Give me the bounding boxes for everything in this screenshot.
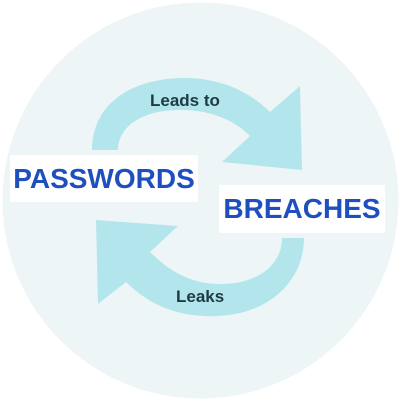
arrow-leaks xyxy=(96,220,304,317)
edge-label-leads-to: Leads to xyxy=(150,91,220,110)
edge-label-leaks: Leaks xyxy=(176,287,225,306)
arrow-leads-to xyxy=(92,77,302,170)
node-breaches: BREACHES xyxy=(219,185,385,233)
node-passwords-label: PASSWORDS xyxy=(13,162,195,194)
node-passwords: PASSWORDS xyxy=(10,155,198,202)
node-breaches-label: BREACHES xyxy=(223,193,381,224)
